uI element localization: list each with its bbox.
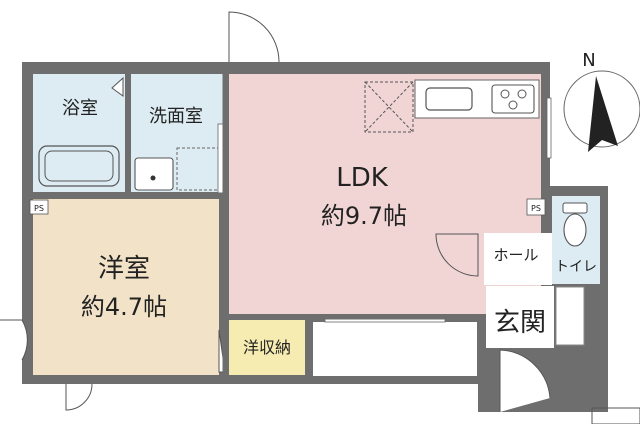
edge-frame [591,407,640,424]
ps-box [526,198,546,216]
storage-strip [313,322,477,376]
western-size: 約4.7帖 [81,293,167,321]
hall-floor [484,233,552,285]
fridge-cross [364,81,414,133]
bathtub [38,145,120,187]
toilet-tank [562,202,588,214]
bath-door [111,76,124,97]
compass-north: N [582,50,595,71]
western-floor [33,199,219,375]
bottom-door [65,383,93,411]
shoe-box [555,286,585,346]
burner-icon [508,100,518,110]
fridge-space [364,81,414,133]
kitchen-counter [414,79,540,119]
window [546,97,552,159]
entrance-door [499,349,551,412]
ps-label: PS [531,204,541,213]
western-door [0,319,28,361]
fridge-cross [364,81,414,133]
balcony-door [228,11,280,63]
ps-label: PS [34,204,44,213]
entrance-label: 玄関 [494,308,546,338]
burner-icon [500,89,510,99]
burner-icon [517,89,527,99]
closet-label: 洋収納 [243,338,291,357]
stove [491,84,535,114]
hall-label: ホール [493,246,538,264]
washroom-label: 洗面室 [149,106,203,127]
bathtub-inner [44,150,114,182]
western-label: 洋室 [98,254,150,284]
ldk-label: LDK [336,163,389,193]
kitchen-sink [425,87,473,111]
ps-box [29,199,49,215]
bath-label: 浴室 [62,98,98,119]
wash-basin [134,157,174,191]
toilet-bowl [563,213,587,247]
closet-floor [229,320,305,375]
ldk-size: 約9.7帖 [321,202,407,230]
basin-drain [150,175,156,181]
compass-needle-icon [588,76,618,152]
window [217,123,224,195]
toilet-label: トイレ [555,259,597,275]
entrance-floor [486,286,554,348]
hall-door [435,233,479,277]
